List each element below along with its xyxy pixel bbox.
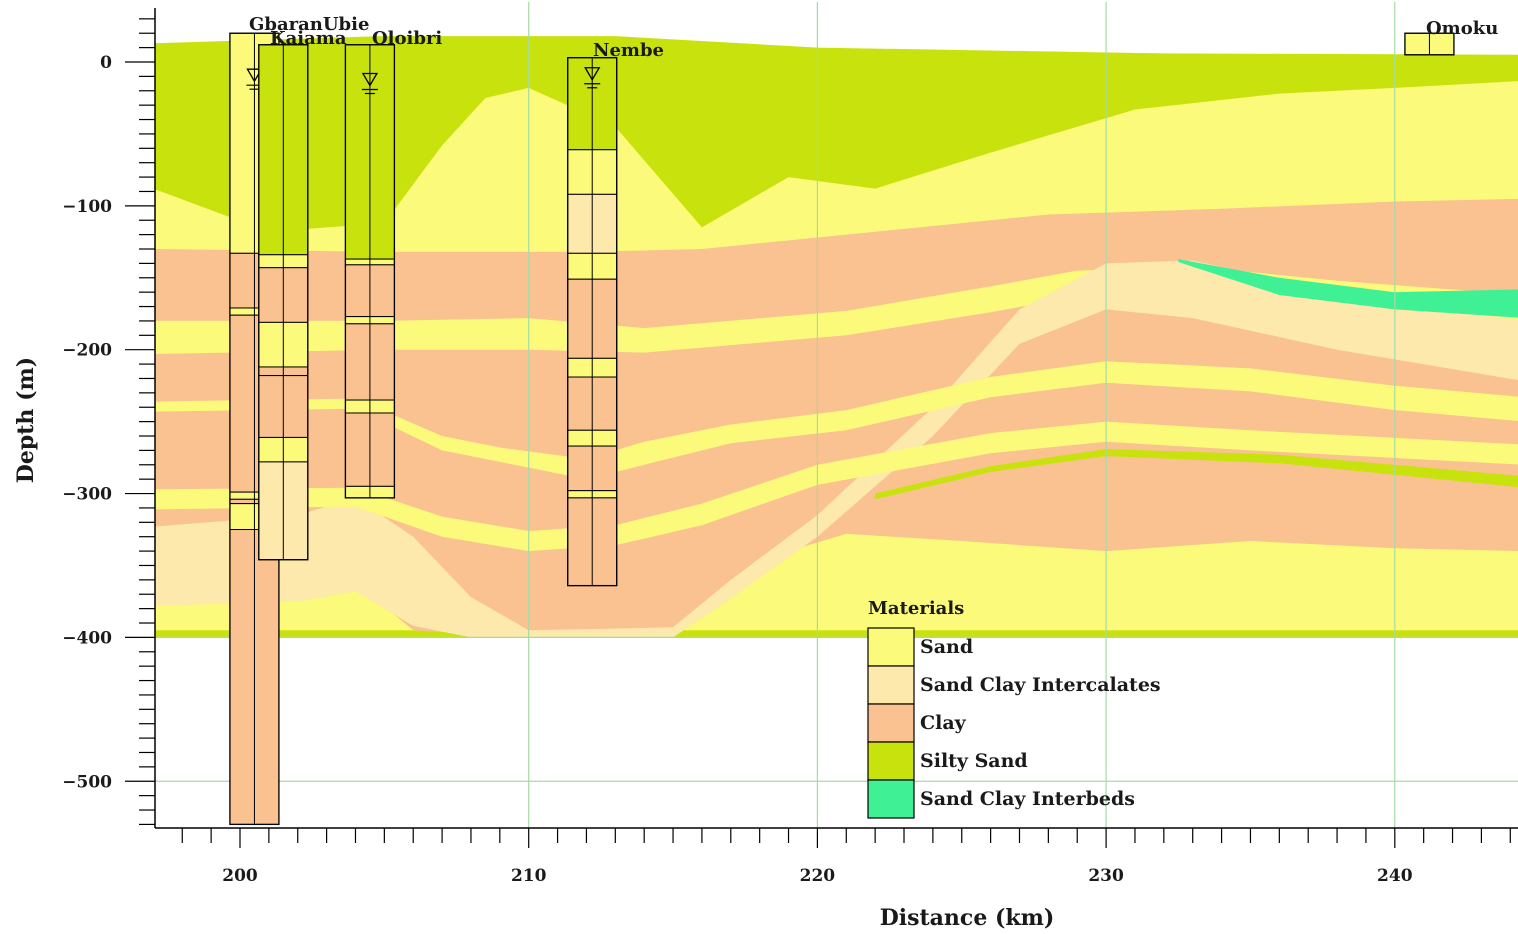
layer-silty-sand-7 (875, 449, 1518, 500)
well-oloibri (344, 44, 396, 499)
y-axis-title: Depth (m) (13, 357, 39, 483)
layer-sand-clay-intercalates-4 (155, 260, 1518, 638)
legend-swatch (867, 741, 915, 781)
well-outline (258, 44, 309, 561)
grid-lines (155, 2, 1518, 828)
well-name-label: GbaranUbie (249, 14, 369, 35)
legend-item-label: Sand Clay Intercalates (920, 674, 1161, 696)
y-tick-label: 0 (100, 53, 112, 73)
water-level-triangle (584, 67, 601, 82)
y-tick-label: −300 (62, 485, 112, 505)
water-level-triangle (246, 68, 263, 83)
well-omoku (1404, 32, 1455, 56)
legend-item-label: Sand (920, 636, 973, 658)
axes: 0 −100 −200 −300 −400 −500 200 210 220 230 240 (62, 8, 1518, 886)
well-nembe (567, 57, 618, 587)
y-tick-label: −200 (62, 341, 112, 361)
stratigraphic-layers (155, 36, 1518, 638)
legend-item-label: Sand Clay Interbeds (920, 788, 1135, 810)
x-tick-label: 200 (222, 866, 258, 886)
y-tick-label: −400 (62, 628, 112, 648)
well-kaiama (258, 44, 309, 561)
layer-sand-5 (155, 361, 1518, 480)
well-name-label: Omoku (1426, 18, 1498, 39)
water-level-icon (584, 67, 601, 89)
well-name-label: Kaiama (270, 28, 347, 49)
y-tick-label: −500 (62, 772, 112, 792)
water-level-icon (361, 72, 379, 95)
legend-swatch (867, 665, 915, 705)
well-name-label: Oloibri (372, 28, 442, 49)
well-outline (567, 57, 618, 587)
legend-title: Materials (868, 598, 964, 619)
legend-swatch (867, 779, 915, 819)
x-tick-label: 220 (800, 866, 836, 886)
layer-sand-clay-interbeds-8 (1178, 259, 1518, 318)
x-tick-label: 230 (1088, 866, 1124, 886)
x-tick-label: 240 (1377, 866, 1413, 886)
y-tick-label: −100 (62, 197, 112, 217)
x-axis-title: Distance (km) (880, 905, 1055, 931)
well-outline (1404, 32, 1455, 56)
legend-swatch (867, 703, 915, 743)
x-tick-label: 210 (511, 866, 547, 886)
legend-item-label: Silty Sand (920, 750, 1028, 772)
legend-item-label: Clay (920, 712, 967, 734)
water-level-triangle (361, 72, 379, 87)
well-name-label: Nembe (593, 40, 664, 61)
legend-swatch (867, 627, 915, 667)
well-outline (344, 44, 396, 499)
